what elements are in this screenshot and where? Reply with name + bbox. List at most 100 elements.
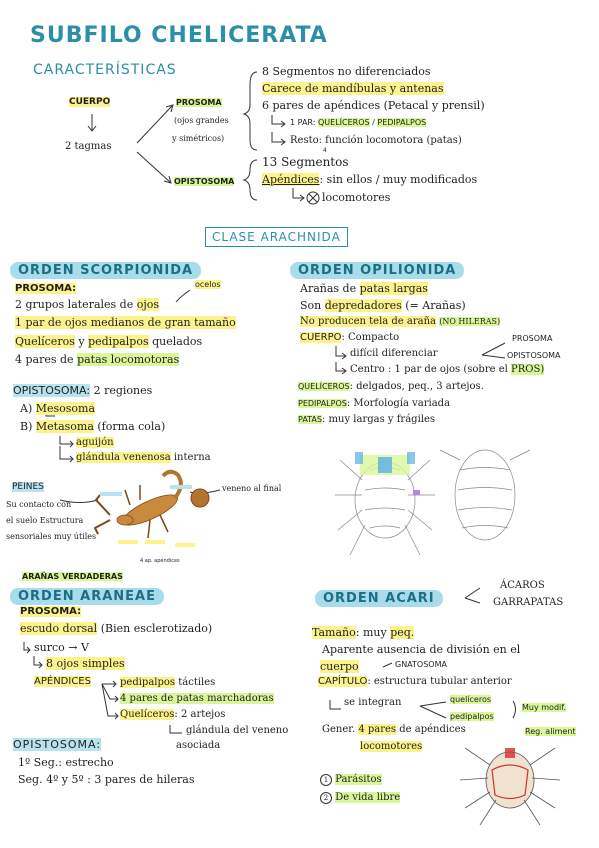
acari-pedipalpos: pedipalpos [450,712,494,721]
prosoma-point-2: Carece de mandíbulas y antenas [262,82,444,95]
acari-acaros: ÁCAROS [500,580,545,591]
acari-cuerpo: cuerpo [320,660,359,673]
scorp-y: y [78,335,85,348]
prosoma-label: PROSOMA [176,98,222,107]
scorp-opist: OPISTOSOMA: 2 regiones [13,384,152,397]
opil-line-3: No producen tela de araña (NO HILERAS) [300,316,501,327]
prosoma-note-2: y simétricos) [172,134,225,143]
aran-ap1-a: pedipalpos [120,677,176,688]
opil-prosoma: PROSOMA [512,334,553,343]
acari-gener-b: 4 pares [358,724,397,735]
opil-centro-b: PROS) [511,364,545,375]
acari-capitulo: CAPÍTULO: estructura tubular anterior [318,676,512,687]
acari-gnatosoma: GNATOSOMA [395,660,447,669]
scorp-metasoma: Metasoma [35,420,94,433]
scorp-queliceros: Quelíceros [15,335,75,348]
scorp-mesosoma: Mesosoma [35,402,96,415]
cuerpo-label: CUERPO [69,97,111,107]
opil-line-2b: depredadores [324,299,402,312]
opil-queliceros: QUELÍCEROS: delgados, peq., 3 artejos. [298,381,484,392]
peines-note-3: sensoriales muy útiles [6,532,97,541]
opil-line-2a: Son [300,299,322,312]
acari-gener: Gener. 4 pares de apéndices [322,724,466,735]
aran-prosoma: PROSOMA: [20,606,82,617]
opil-quel-desc: : delgados, peq., 3 artejos. [349,381,484,392]
acari-peq: peq. [390,626,415,639]
opisto-point-1: 13 Segmentos [262,155,349,169]
prosoma-point-5: Resto: función locomotora (patas) [290,135,462,146]
clase-arachnida-box: CLASE ARACHNIDA [205,227,348,247]
prosoma-point-4: 1 PAR: QUELÍCEROS / PEDIPALPOS [290,118,427,127]
acari-muy-modif: Muy modif. [522,703,567,712]
page-title: SUBFILO CHELICERATA [30,23,328,48]
peines-note-1: Su contacto con [6,500,72,509]
opil-line-1: Arañas de patas largas [300,282,428,295]
scorp-opist-label: OPISTOSOMA: [13,384,91,397]
prosoma-point-3: 6 pares de apéndices (Petacal y prensil) [262,99,485,112]
opil-line-3a: No producen tela de araña [300,316,437,327]
aran-ap3: Quelíceros: 2 artejos [120,709,225,720]
queliceros-tag: QUELÍCEROS [317,118,370,127]
acari-item-1-num: 1 [320,774,332,786]
opisto-point-3: locomotores [322,191,391,204]
pedipalpos-tag: PEDIPALPOS [377,118,427,127]
aran-escudo-b: (Bien esclerotizado) [100,622,213,635]
acari-vida-libre: De vida libre [335,792,401,803]
opil-quel-label: QUELÍCEROS [298,382,350,391]
aran-ap4a: glándula del veneno [186,725,289,736]
acari-tamano: Tamaño [312,626,356,639]
opil-line-2: Son depredadores (= Arañas) [300,299,466,312]
prosoma-point-5-sub: 4 [323,147,327,154]
acari-gener-a: Gener. [322,724,356,735]
acari-garrapatas: GARRAPATAS [493,597,564,608]
scorp-line-1: 2 grupos laterales de ojos [15,298,160,311]
scorp-line-4a: 4 pares de [15,353,74,366]
acari-capitulo-label: CAPÍTULO [318,676,368,687]
scorp-opist-regions: 2 regiones [93,384,153,397]
scorp-a: A) Mesosoma [20,402,96,415]
opisto-point-2: Apéndices: sin ellos / muy modificados [262,173,477,186]
acari-line-3: cuerpo [320,660,359,673]
aran-ap1-b: táctiles [178,677,216,688]
scorp-pedipalpos: pedipalpos [88,335,149,348]
opil-line-1a: Arañas de [300,282,357,295]
acari-parasitos: Parásitos [335,774,382,785]
prosoma-point-1: 8 Segmentos no diferenciados [262,65,431,78]
acari-item-2: 2 De vida libre [320,792,401,804]
opil-line-1b: patas largas [359,282,428,295]
aran-apendices: APÉNDICES [34,676,91,687]
caracteristicas-heading: CARACTERÍSTICAS [33,62,177,78]
aran-escudo-a: escudo dorsal [20,622,98,635]
opil-patas: PATAS: muy largas y frágiles [298,414,435,425]
scorp-line-4b: patas locomotoras [77,353,180,366]
opil-centro: Centro : 1 par de ojos (sobre el PROS) [350,364,545,375]
apendices-desc: : sin ellos / muy modificados [319,173,478,186]
scorp-line-1b: ojos [136,298,160,311]
aran-opist: OPISTOSOMA: [13,738,102,751]
acari-reg-text: Reg. aliment [525,727,576,736]
scorp-aguijon: aguijón [76,437,114,448]
opil-ped-desc: : Morfología variada [346,398,451,409]
acari-heading: ORDEN ACARI [315,590,443,607]
aran-ap3-a: Quelíceros [120,709,175,720]
opil-line-2c: (= Arañas) [405,299,466,312]
par-prefix: 1 PAR: [290,118,316,127]
acari-muy-modif-text: Muy modif. [522,703,567,712]
aranas-verdaderas-tag: ARAÑAS VERDADERAS [22,572,123,581]
aran-ap2: 4 pares de patas marchadoras [120,693,274,704]
scorp-line-3: Quelíceros y pedipalpos quelados [15,335,202,348]
opil-dificil: difícil diferenciar [350,348,438,359]
opil-centro-a: Centro : 1 par de ojos (sobre el [350,364,508,375]
acari-queliceros: quelíceros [450,695,492,704]
veneno-label: veneno al final [222,484,282,493]
acari-item-1: 1 Parásitos [320,774,382,786]
opil-patas-label: PATAS [298,415,322,424]
aran-ap1: pedipalpos táctiles [120,677,215,688]
aran-ap3-b: : 2 artejos [174,709,226,720]
opil-compacto: : Compacto [341,332,400,343]
acari-gener-c: de apéndices [399,724,466,735]
acari-reg-aliment: Reg. aliment [525,727,576,736]
opil-patas-desc: : muy largas y frágiles [321,414,436,425]
